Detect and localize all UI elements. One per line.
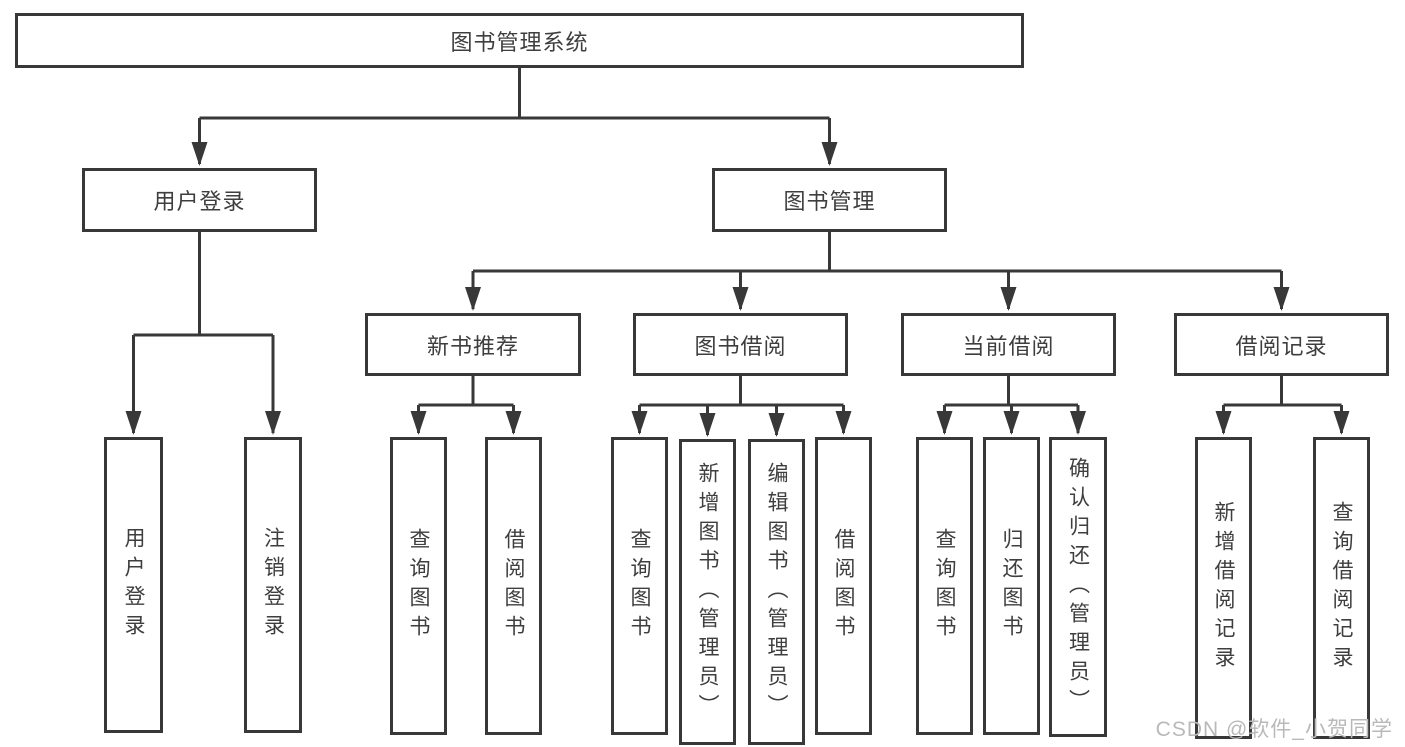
leaf-user-login: 用户登录 [104,437,163,733]
leaf-borrow-books-borrowing: 借阅图书 [815,437,872,735]
leaf-borrow-books-recommend: 借阅图书 [485,437,542,735]
node-user-login: 用户登录 [82,168,317,232]
node-label: 编辑图书（管理员） [765,461,788,723]
node-label: 图书管理系统 [450,29,589,55]
node-label: 新增借阅记录 [1212,501,1235,675]
node-label: 用户登录 [122,527,145,643]
leaf-return-book: 归还图书 [983,437,1040,735]
node-label: 查询图书 [933,528,956,644]
node-book-management: 图书管理 [712,168,947,232]
node-new-book-recommendation: 新书推荐 [365,313,581,376]
node-library-management-system: 图书管理系统 [15,13,1024,68]
leaf-edit-book-admin: 编辑图书（管理员） [748,439,805,745]
leaf-query-borrow-record: 查询借阅记录 [1313,437,1370,739]
node-label: 确认归还（管理员） [1066,456,1090,718]
node-label: 查询借阅记录 [1330,501,1353,675]
node-label: 借阅记录 [1235,333,1328,359]
node-label: 查询图书 [407,528,430,644]
watermark: CSDN @软件_小贺同学 [1155,718,1393,741]
leaf-add-book-admin: 新增图书（管理员） [679,439,736,745]
node-label: 注销登录 [261,527,285,643]
node-label: 借阅图书 [832,528,855,644]
node-current-borrowing: 当前借阅 [901,313,1116,376]
node-label: 图书借阅 [694,333,787,359]
node-label: 查询图书 [628,528,651,644]
node-label: 当前借阅 [962,333,1055,359]
node-label: 图书管理 [783,189,876,214]
node-label: 借阅图书 [502,528,525,644]
node-label: 用户登录 [153,189,246,214]
leaf-confirm-return-admin: 确认归还（管理员） [1049,437,1107,737]
leaf-query-books-borrowing: 查询图书 [611,437,668,735]
node-label: 新书推荐 [426,333,519,359]
leaf-query-books-recommend: 查询图书 [390,437,447,735]
leaf-query-books-current: 查询图书 [916,437,973,735]
node-label: 归还图书 [1000,528,1023,644]
node-borrowing-records: 借阅记录 [1174,313,1389,376]
leaf-add-borrow-record: 新增借阅记录 [1195,437,1252,739]
node-label: 新增图书（管理员） [696,461,719,723]
node-book-borrowing: 图书借阅 [633,313,848,376]
leaf-logout: 注销登录 [244,437,302,733]
